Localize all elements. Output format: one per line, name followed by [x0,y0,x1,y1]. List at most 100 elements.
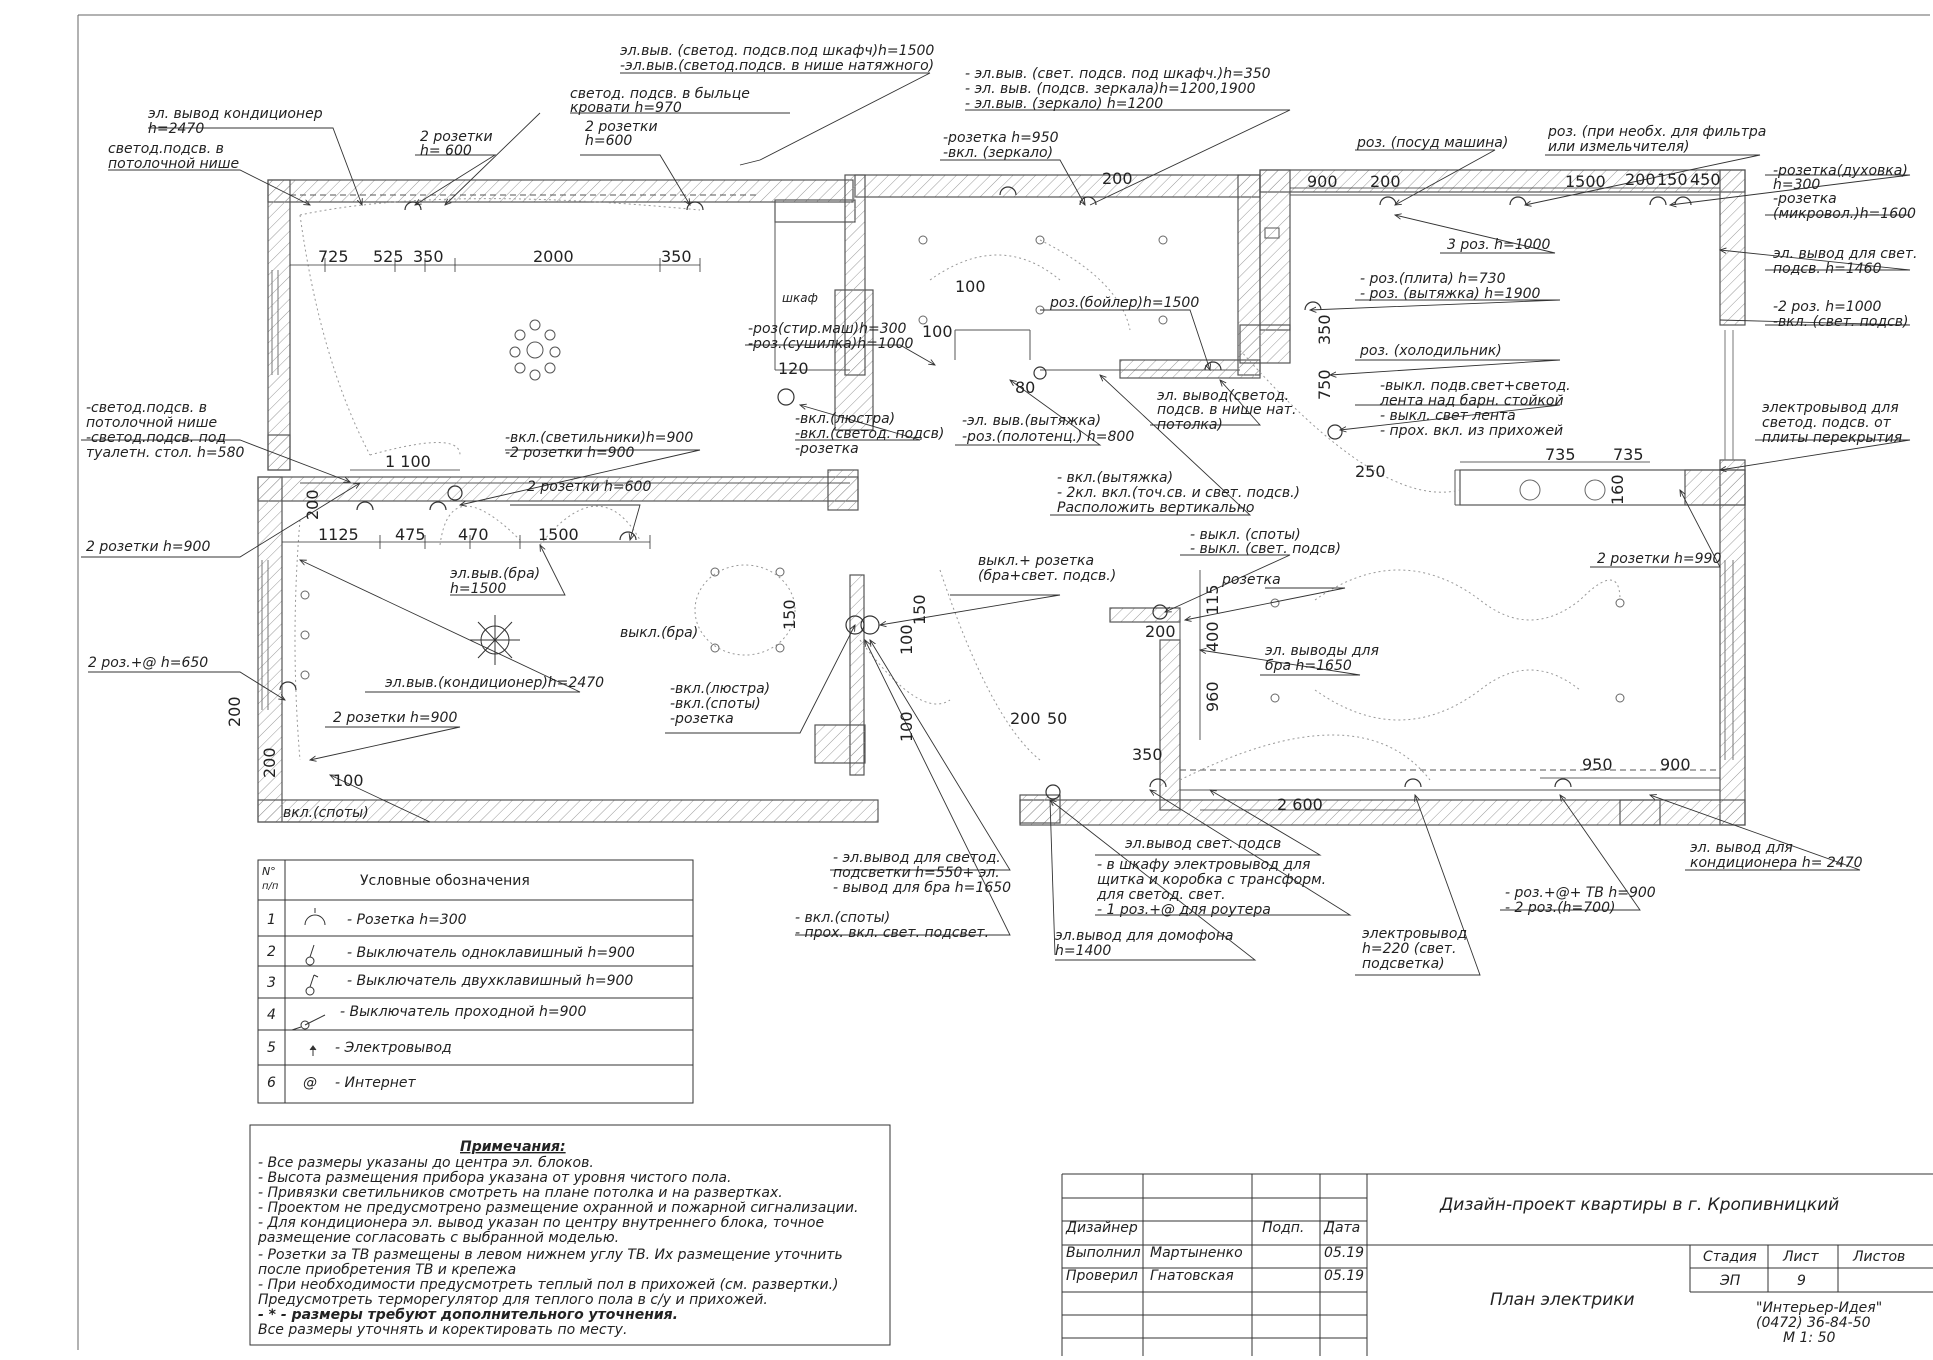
legend-row-text: - Выключатель двухклавишный h=900 [347,973,633,989]
annotation: эл.выв.(кондиционер)h=2470 [385,675,604,691]
dim-label: 100 [897,711,916,742]
annotation: 2 розетки h=900 [333,710,457,726]
dim-label: 150 [910,594,929,625]
dim-label: 400 [1203,621,1222,652]
legend-row-text: - Интернет [335,1075,417,1091]
role-label: Выполнил [1066,1245,1141,1261]
annotation: эл.вывод свет. подсв [1125,836,1281,852]
legend-row-text: - Электровывод [335,1040,452,1056]
notes-title: Примечания: [460,1139,566,1155]
lighting-arcs [294,198,1621,781]
annotation: -розетка h=950 [943,130,1059,146]
leader-lines [81,72,1911,976]
legend-table [257,859,694,1104]
annotation: -розетка [795,441,859,457]
dim-label: 350 [1315,314,1334,345]
annotation: - выкл. свет лента [1380,408,1516,424]
legend-row-num: 6 [267,1075,276,1091]
dim-label: 350 [413,247,444,266]
annotation: -роз.(сушилка)h=1000 [748,336,914,352]
dim-label: 900 [1307,172,1338,191]
annotation: (микровол.)h=1600 [1773,206,1916,222]
dim-label: 200 [1102,169,1133,188]
note-line: - * - размеры требуют дополнительного ут… [258,1307,678,1323]
annotation: выкл.(бра) [620,625,698,641]
annotation: - роз.(плита) h=730 [1360,271,1506,287]
annotation: роз. (посуд машина) [1356,135,1508,151]
annotation: -роз(стир.маш)h=300 [748,321,907,337]
annotation: 2 розетки h=600 [527,479,651,495]
sign-header: Подп. [1262,1220,1304,1236]
date-value: 05.19 [1324,1268,1364,1284]
legend-row-num: 4 [267,1007,276,1023]
dim-label: 350 [661,247,692,266]
dim-label: 735 [1545,445,1576,464]
dim-label: 525 [373,247,404,266]
note-line: - Для кондиционера эл. вывод указан по ц… [258,1215,824,1231]
legend-row-text: - Выключатель одноклавишный h=900 [347,945,635,961]
annotation: -вкл. (свет. подсв) [1773,314,1909,330]
annotation: - вкл.(вытяжка) [1057,470,1173,486]
annotation: - вкл.(споты) [795,910,890,926]
project-title: Дизайн-проект квартиры в г. Кропивницкий [1439,1195,1839,1215]
annotation: эл. вывод для [1690,840,1793,856]
annotation: лента над барн. стойкой [1379,393,1564,409]
annotation: Расположить вертикально [1057,500,1254,516]
annotation: - роз.+@+ ТВ h=900 [1505,885,1656,901]
annotation: -вкл. (зеркало) [943,145,1053,161]
dim-label: 735 [1613,445,1644,464]
annotation: эл.выв.(бра) [450,566,540,582]
title-block [1061,1173,1933,1356]
dim-label: 960 [1203,681,1222,712]
dim-label: 150 [780,599,799,630]
dim-label: 1500 [1565,172,1606,191]
legend-num-header: N° [262,865,276,878]
annotation: эл.выв. (светод. подсв.под шкафч)h=1500 [620,43,934,59]
legend-labels: N° п/п Условные обозначения 1 - Розетка … [262,865,635,1091]
dim-label: 1 100 [385,452,431,471]
annotation: подсв. в нише нат. [1157,402,1296,418]
company-phone: (0472) 36-84-50 [1756,1315,1871,1331]
annotation: роз. (при необх. для фильтра [1547,124,1766,140]
annotation: - роз. (вытяжка) h=1900 [1360,286,1541,302]
dim-label: 1125 [318,525,359,544]
annotation: щитка и коробка с трансформ. [1097,872,1326,888]
stage-value: ЭП [1719,1273,1741,1289]
legend-row-num: 3 [267,975,276,991]
annotation: или измельчителя) [1548,139,1689,155]
dim-label: 750 [1315,369,1334,400]
annotation: -роз.(полотенц.) h=800 [962,429,1134,445]
annotation: -выкл. подв.свет+светод. [1380,378,1571,394]
legend-title: Условные обозначения [360,873,530,889]
legend-symbols [291,908,326,1056]
annotation: - эл.выв. (свет. подсв. под шкафч.)h=350 [965,66,1271,82]
annotation: -эл.выв.(светод.подсв. в нише натяжного) [620,58,934,74]
annotation: розетка [1221,572,1281,588]
dim-label: 200 [1145,622,1176,641]
note-line: - При необходимости предусмотреть теплый… [258,1277,839,1293]
switch-double-icon [305,986,315,996]
annotation: 3 роз. h=1000 [1447,237,1550,253]
annotation: вкл.(споты) [283,805,369,821]
dim-label: 200 [303,489,322,520]
dim-label: 200 [1370,172,1401,191]
date-header: Дата [1323,1220,1360,1236]
dim-label: 50 [1047,709,1067,728]
dim-label: 2000 [533,247,574,266]
annotation: светод.подсв. в [108,141,224,157]
annotation: - 1 роз.+@ для роутера [1097,902,1271,918]
legend-row-num: 5 [267,1040,276,1056]
legend-row-text: - Выключатель проходной h=900 [340,1004,586,1020]
annotation: эл. вывод кондиционер [148,106,323,122]
annotation: подсветки h=550+ эл. [833,865,1000,881]
company-name: "Интерьер-Идея" [1756,1300,1882,1316]
notes-box: Примечания: - Все размеры указаны до цен… [249,1124,891,1346]
spot-lights [300,235,1625,703]
annotation: -вкл.(споты) [670,696,761,712]
annotation: потолочной нише [86,415,217,431]
chandelier-bedroom-icon [509,319,561,381]
annotation: - эл.выв. (зеркало) h=1200 [965,96,1163,112]
sheet-header: Лист [1782,1249,1819,1265]
